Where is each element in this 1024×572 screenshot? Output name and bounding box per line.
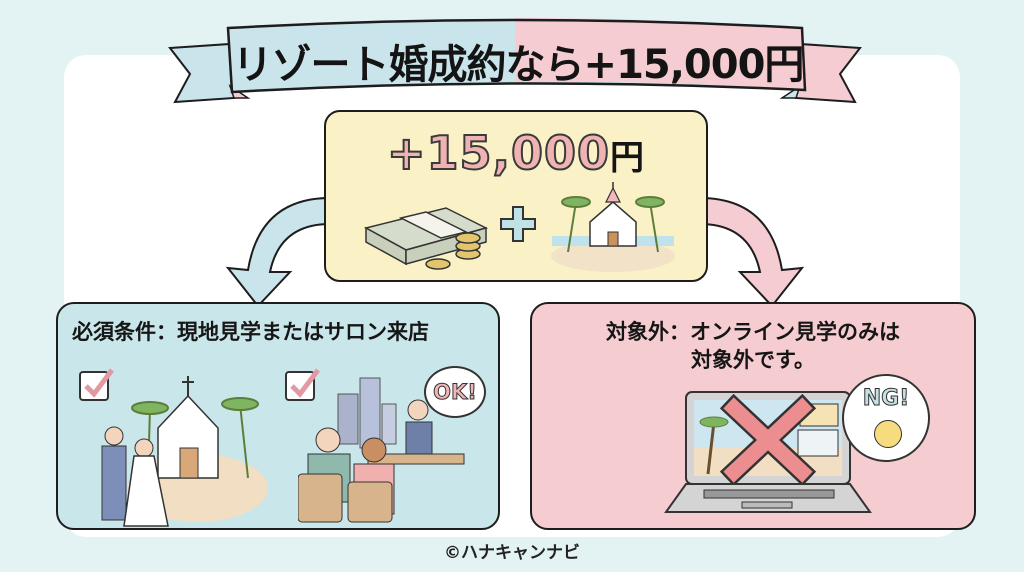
copyright-text: ©ハナキャンナビ: [444, 543, 580, 563]
bonus-amount-number: +15,000: [386, 125, 611, 181]
ng-text: NG!: [862, 386, 910, 412]
distressed-face-icon: [874, 420, 902, 448]
excluded-title-line2: 対象外です。: [691, 348, 815, 372]
money-stack-icon: [363, 207, 489, 270]
ribbon-banner: [168, 18, 862, 104]
checkbox-checked-icon: [285, 368, 320, 401]
arrow-left-icon: [225, 196, 331, 308]
excluded-title-line1: 対象外：オンライン見学のみは: [606, 320, 900, 344]
ng-speech-bubble: NG!: [842, 374, 930, 462]
bonus-box: +15,000円: [324, 110, 708, 282]
arrow-right-icon: [699, 196, 805, 308]
excluded-condition-box: 対象外：オンライン見学のみは 対象外です。 NG!: [530, 302, 976, 530]
couple-chapel-illustration: [101, 376, 268, 527]
ok-text: OK!: [433, 380, 478, 405]
checkbox-checked-icon: [79, 368, 114, 401]
required-condition-title: 必須条件：現地見学またはサロン来店: [72, 320, 429, 344]
beach-chapel-icon: [551, 182, 675, 272]
ok-speech-bubble: OK!: [424, 366, 486, 418]
banner-title: リゾート婚成約なら+15,000円: [232, 42, 805, 88]
laptop-online-tour-illustration: [664, 391, 872, 513]
bonus-currency: 円: [610, 138, 646, 178]
bonus-amount: +15,000円: [326, 125, 706, 181]
salon-consultation-illustration: [298, 377, 465, 523]
plus-icon: [500, 206, 536, 242]
excluded-condition-title: 対象外：オンライン見学のみは 対象外です。: [532, 318, 974, 374]
required-condition-box: 必須条件：現地見学またはサロン来店 OK: [56, 302, 500, 530]
